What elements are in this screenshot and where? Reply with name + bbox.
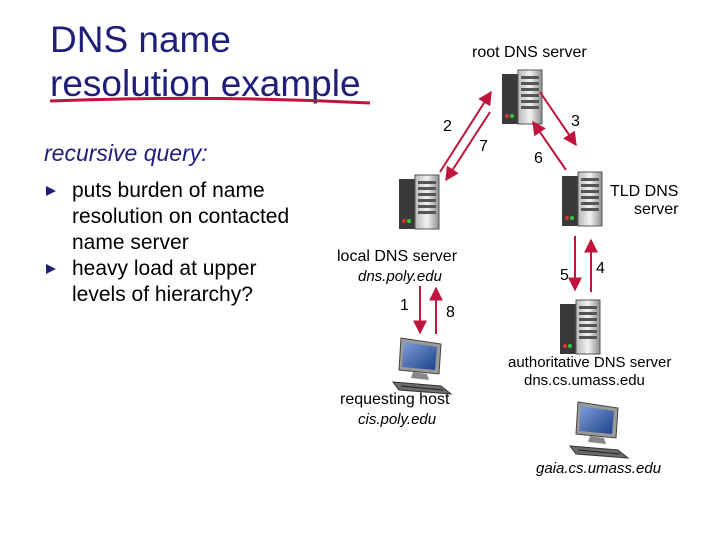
bullet-text: heavy load at upper levels of hierarchy? <box>72 257 256 306</box>
step-label-1: 1 <box>400 297 409 315</box>
gaia-host-icon <box>570 402 628 458</box>
title-underline <box>50 98 370 103</box>
bullet-marker-icon <box>46 186 56 196</box>
bullet-list: puts burden of name resolution on contac… <box>44 178 304 308</box>
tld-dns-label-line-2: server <box>610 201 678 219</box>
tld-dns-server-icon <box>562 172 602 226</box>
step-label-5: 5 <box>560 267 569 285</box>
subtitle: recursive query: <box>44 140 208 167</box>
bullet-marker-icon <box>46 264 56 274</box>
local-dns-host: dns.poly.edu <box>358 268 442 285</box>
requesting-host-icon <box>393 338 451 394</box>
root-dns-label: root DNS server <box>472 44 587 62</box>
bullet-item: heavy load at upper levels of hierarchy? <box>44 256 304 308</box>
authoritative-dns-label: authoritative DNS server <box>508 354 671 371</box>
local-dns-label: local DNS server <box>337 248 457 266</box>
bullet-text: puts burden of name resolution on contac… <box>72 179 289 254</box>
step-label-6: 6 <box>534 150 543 168</box>
authoritative-dns-server-icon <box>560 300 600 354</box>
local-dns-server-icon <box>399 175 439 229</box>
requesting-host-name: cis.poly.edu <box>358 411 436 428</box>
bullet-item: puts burden of name resolution on contac… <box>44 178 304 256</box>
step-label-4: 4 <box>596 260 605 278</box>
root-dns-server-icon <box>502 70 542 124</box>
requesting-host-label: requesting host <box>340 391 449 409</box>
step-label-3: 3 <box>571 113 580 131</box>
step-label-2: 2 <box>443 118 452 136</box>
gaia-host-name: gaia.cs.umass.edu <box>536 460 661 477</box>
authoritative-dns-host: dns.cs.umass.edu <box>524 372 645 389</box>
step-label-7: 7 <box>479 138 488 156</box>
tld-dns-label-line-1: TLD DNS <box>610 183 678 201</box>
step-label-8: 8 <box>446 304 455 322</box>
tld-dns-label: TLD DNS server <box>610 183 678 219</box>
